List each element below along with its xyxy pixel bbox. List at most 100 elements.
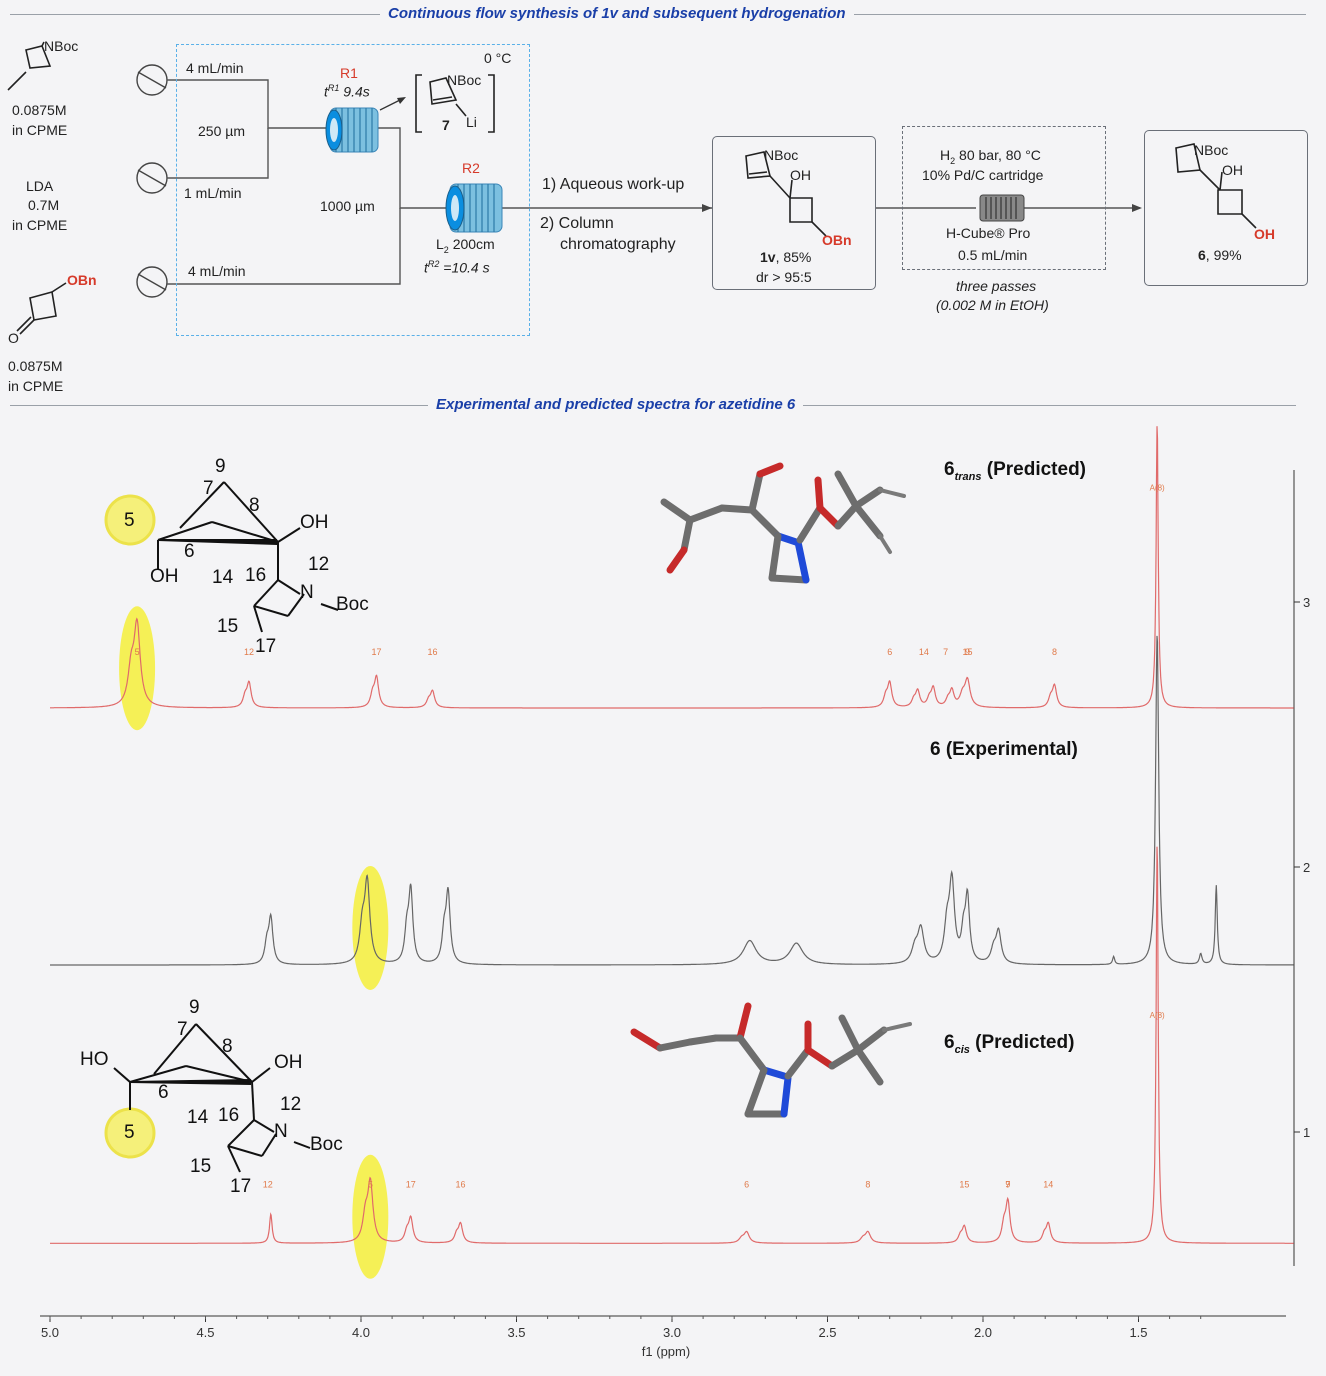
cis-label-5: 5 [124,1122,135,1143]
workup-step-2: 2) Column [540,215,614,232]
x-axis-label: f1 (ppm) [642,1344,690,1359]
mixer-2-size: 1000 µm [320,198,375,214]
peak-label-cis: 6 [744,1180,749,1190]
product-1v-structure [745,151,827,237]
trans-label-9: 9 [215,456,226,477]
stereo-structures-drawing [104,462,912,1173]
peak-label-trans: 14 [919,647,929,657]
reaction-temperature: 0 °C [484,50,512,66]
peak-label-cis: 16 [456,1180,466,1190]
reactor-coil-r1 [325,107,379,153]
trans-label-oh-right: OH [300,512,329,533]
trans-label-6: 6 [184,541,195,562]
cis-3d-model [630,1002,912,1118]
product-6-yield: 6, 99% [1198,247,1242,263]
peak-label-trans: 12 [244,647,254,657]
trans-structure [104,481,339,633]
azetidine-iodide-structure [7,41,52,91]
flow-scheme-drawing [7,41,1257,335]
flow-rate-1: 4 mL/min [186,60,244,76]
product-6-nboc: NBoc [1194,142,1229,158]
trans-label-12: 12 [308,554,330,575]
cis-label-7: 7 [177,1019,188,1040]
x-tick-label: 4.0 [352,1325,370,1340]
lda-solvent: in CPME [12,217,68,233]
spectrum-series-2 [50,846,1294,1244]
peak-label-cis: 17 [406,1180,416,1190]
spectrum-experimental-label: 6 (Experimental) [930,739,1078,760]
azetidine-nboc-label: NBoc [44,38,79,54]
trans-3d-model [660,462,906,584]
trans-label-5: 5 [124,510,135,531]
flow-reactor-zone [176,44,530,336]
trans-label-7: 7 [203,478,214,499]
highlight-ellipse-0 [119,606,156,731]
peak-label-cis: 9 [1005,1180,1010,1190]
trans-label-8: 8 [249,495,260,516]
big-peak-tag-trans: A(8) [1150,484,1165,493]
ketone-o-label: O [8,330,19,346]
azetidine-conc: 0.0875M [12,102,67,118]
spectrum-trans-label: 6trans (Predicted) [944,459,1087,483]
peak-label-trans: 7 [943,647,948,657]
hydrogenation-conditions-2: 10% Pd/C cartridge [922,167,1044,183]
hydrogenation-concentration: (0.002 M in EtOH) [936,297,1049,313]
trans-label-14: 14 [212,567,234,588]
intermediate-7-structure [415,74,495,133]
product-6-oh-2: OH [1254,226,1275,242]
peak-label-trans: 8 [1052,647,1057,657]
reactor-r1-time: tR1 9.4s [324,83,370,100]
intermediate-7-nboc: NBoc [447,72,482,88]
peak-label-cis: 14 [1043,1180,1053,1190]
product-1v-dr: dr > 95:5 [756,269,812,285]
lda-label: LDA [26,178,54,194]
hydrogenation-flow-rate: 0.5 mL/min [958,247,1028,263]
reactor-r2-time: tR2 =10.4 s [424,259,490,276]
y-tick-label: 2 [1303,860,1310,875]
x-tick-label: 3.0 [663,1325,681,1340]
top-section-title: Continuous flow synthesis of 1v and subs… [380,5,854,22]
cis-label-6: 6 [158,1082,169,1103]
peak-label-trans: 6 [887,647,892,657]
ketone-conc: 0.0875M [8,358,63,374]
peak-label-trans: 17 [372,647,382,657]
mixer-1-size: 250 µm [198,123,245,139]
tubing [167,79,1140,285]
peak-label-trans: 16 [428,647,438,657]
flow-rate-2: 1 mL/min [184,185,242,201]
trans-label-n: N [300,582,314,603]
x-tick-label: 5.0 [41,1325,59,1340]
ketone-obn-label: OBn [67,272,97,288]
product-1v-oh: OH [790,167,811,183]
peak-label-trans: 15 [962,647,972,657]
x-tick-label: 1.5 [1129,1325,1147,1340]
peak-label-trans: 9 [965,647,970,657]
trans-label-16: 16 [245,565,267,586]
reactor-r1-label: R1 [340,65,358,81]
flow-rate-3: 4 mL/min [188,263,246,279]
hydrogenation-passes: three passes [956,278,1037,294]
cis-label-16: 16 [218,1105,240,1126]
cis-label-15: 15 [190,1156,212,1177]
cis-label-n: N [274,1121,288,1142]
spectrum-series-0 [50,426,1294,709]
product-1v-box [712,136,876,290]
spectrum-cis-label: 6cis (Predicted) [944,1032,1075,1056]
product-1v-yield: 1v, 85% [760,249,812,265]
cis-label-17: 17 [230,1176,252,1197]
highlight-ellipse-2 [352,1154,389,1279]
peak-label-cis: 5 [368,1180,373,1190]
hydrogenation-device: H-Cube® Pro [946,225,1031,241]
product-1v-obn: OBn [822,232,852,248]
cis-label-ho: HO [80,1049,109,1070]
bottom-section-title: Experimental and predicted spectra for a… [428,396,804,413]
ketone-solvent: in CPME [8,378,64,394]
hydrogenation-conditions-1: H2 80 bar, 80 °C [940,147,1041,166]
workup-step-3: chromatography [560,236,676,253]
intermediate-7-number: 7 [442,117,450,133]
lda-conc: 0.7M [28,197,60,213]
trans-label-boc: Boc [336,594,369,615]
cis-label-oh: OH [274,1052,303,1073]
ketone-structure [16,282,67,335]
